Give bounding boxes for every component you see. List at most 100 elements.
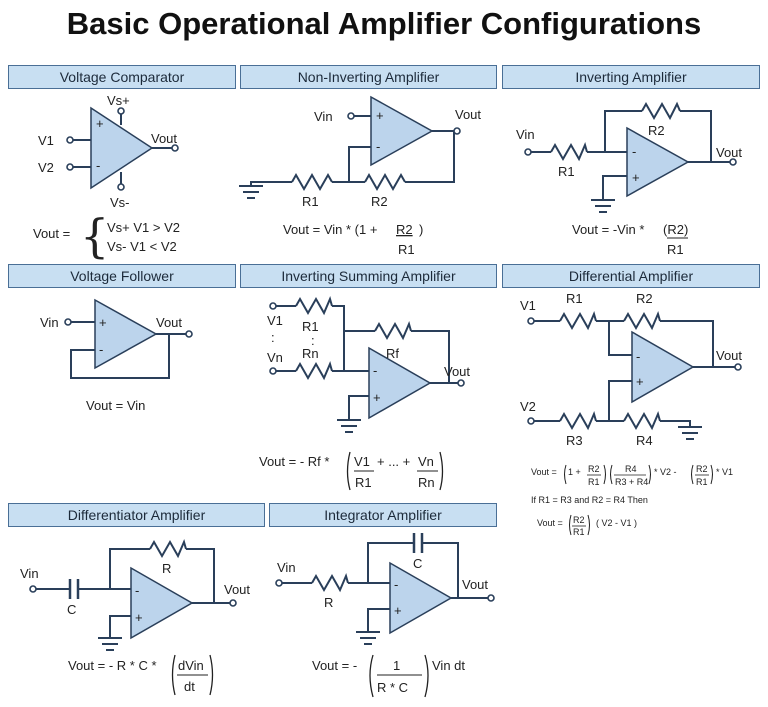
panels-summing-rf-text: Rf — [386, 346, 399, 361]
panels-differential-r1-text: R1 — [566, 291, 583, 306]
panels-differentiator-minus-text: - — [135, 583, 139, 598]
panels-inverting-eq_num-text: (R2) — [663, 222, 688, 237]
summing-r1 — [295, 296, 333, 316]
panels-differential-eq2_rest-text: ( V2 - V1 ) — [596, 518, 637, 528]
header-non-inverting-amplifier: Non-Inverting Amplifier — [240, 65, 497, 89]
differential-opamp — [631, 330, 695, 404]
panels-integrator-vout-text: Vout — [462, 577, 488, 592]
panels-noninverting-vin-text: Vin — [314, 109, 333, 124]
panels-follower-vin-text: Vin — [40, 315, 59, 330]
differentiator-r — [149, 539, 187, 559]
panels-summing-mid-text: + ... + — [377, 454, 410, 469]
inverting-r1 — [550, 142, 588, 162]
panels-summing-vn-text: Vn — [267, 350, 283, 365]
differential-r1 — [559, 311, 597, 331]
panels-differentiator-c-text: C — [67, 602, 76, 617]
panels-noninverting-r1-text: R1 — [302, 194, 319, 209]
panels-differentiator-vout-text: Vout — [224, 582, 250, 597]
panels-summing-n2-text: Vn — [418, 454, 434, 469]
differentiator-circuit: - + Vin C R Vout Vout = - R * C * dVin d… — [20, 539, 250, 696]
panels-summing-dots-text: : — [311, 333, 315, 348]
panels-differential-eq1_r34-text: R3 + R4 — [615, 477, 648, 487]
summing-opamp — [368, 346, 432, 420]
panels-inverting-minus-text: - — [632, 144, 636, 159]
panels-inverting-eq-text: Vout = -Vin * — [572, 222, 644, 237]
panels-differential-eq1_r4-text: R4 — [625, 464, 637, 474]
panels-follower-plus-text: + — [99, 315, 107, 330]
differentiator-opamp — [130, 566, 194, 640]
panels-differential-eq2_num-text: R2 — [573, 515, 585, 525]
panels-inverting-eq_den-text: R1 — [667, 242, 684, 257]
panels-differential-eq2_den-text: R1 — [573, 527, 585, 537]
panels-follower-eq-text: Vout = Vin — [86, 398, 145, 413]
integrator-opamp — [389, 561, 453, 635]
differential-r4 — [623, 411, 661, 431]
panels-summing-rn-text: Rn — [302, 346, 319, 361]
panels-integrator-tail-text: Vin dt — [432, 658, 465, 673]
noninverting-r2 — [364, 172, 406, 192]
panels-differentiator-r-text: R — [162, 561, 171, 576]
comparator-v1-label: V1 — [38, 133, 54, 148]
comparator-case-2: Vs- V1 < V2 — [107, 239, 177, 254]
panels-noninverting-minus-text: - — [376, 139, 380, 154]
noninverting-opamp — [370, 95, 434, 167]
noninverting-r1 — [291, 172, 333, 192]
panels-noninverting-eq_den-text: R1 — [398, 242, 415, 257]
summing-rf — [374, 321, 412, 341]
panels-differential-r3-text: R3 — [566, 433, 583, 448]
panels-noninverting-plus-text: + — [376, 108, 384, 123]
panels-noninverting-eq-text: Vout = Vin * (1 + — [283, 222, 377, 237]
comparator-eq-lhs: Vout = — [33, 226, 70, 241]
panels-summing-r1-text: R1 — [302, 319, 319, 334]
panels-differential-eq1_r1-text: R1 — [696, 477, 708, 487]
page-title: Basic Operational Amplifier Configuratio… — [66, 6, 702, 41]
panels-integrator-den-text: R * C — [377, 680, 408, 695]
comparator-v2-label: V2 — [38, 160, 54, 175]
differential-circuit: - + V1 V2 R1 R2 R3 R4 Vout Vout = 1 + R2… — [520, 291, 742, 537]
header-voltage-comparator: Voltage Comparator — [8, 65, 236, 89]
comparator-vout-label: Vout — [151, 131, 177, 146]
header-inverting-amplifier: Inverting Amplifier — [502, 65, 760, 89]
panels-integrator-num-text: 1 — [393, 658, 400, 673]
panels-summing-d2-text: Rn — [418, 475, 435, 490]
panels-differential-plus-text: + — [636, 374, 644, 389]
comparator-case-1: Vs+ V1 > V2 — [107, 220, 180, 235]
panels-differential-eq1_v1-text: * V1 — [716, 467, 733, 477]
panels-integrator-c-text: C — [413, 556, 422, 571]
voltage-follower-circuit: + - Vin Vout Vout = Vin — [40, 298, 193, 413]
header-differentiator-amplifier: Differentiator Amplifier — [8, 503, 265, 527]
panels-noninverting-eq_close-text: ) — [419, 222, 423, 237]
panels-noninverting-r2-text: R2 — [371, 194, 388, 209]
panels-differential-r4-text: R4 — [636, 433, 653, 448]
panels-inverting-r2-text: R2 — [648, 123, 665, 138]
inverting-opamp — [626, 126, 690, 198]
comparator-opamp — [90, 106, 154, 190]
panels-integrator-r-text: R — [324, 595, 333, 610]
panels-summing-n1-text: V1 — [354, 454, 370, 469]
header-voltage-follower: Voltage Follower — [8, 264, 236, 288]
panels-differentiator-eq-text: Vout = - R * C * — [68, 658, 157, 673]
follower-opamp — [94, 298, 158, 370]
differential-r2 — [623, 311, 661, 331]
panels-differentiator-vin-text: Vin — [20, 566, 39, 581]
panels-differential-eq1_v2-text: * V2 - — [654, 467, 677, 477]
panels-differential-minus-text: - — [636, 349, 640, 364]
panels-integrator-vin-text: Vin — [277, 560, 296, 575]
panels-follower-minus-text: - — [99, 342, 103, 357]
panels-inverting-vin-text: Vin — [516, 127, 535, 142]
panels-integrator-eq-text: Vout = - — [312, 658, 357, 673]
panels-summing-minus-text: - — [373, 363, 377, 378]
panels-differential-r2-text: R2 — [636, 291, 653, 306]
comparator-plus-sign: + — [96, 116, 104, 131]
integrator-r — [311, 573, 349, 593]
panels-differential-cond-text: If R1 = R3 and R2 = R4 Then — [531, 495, 648, 505]
differential-r3 — [559, 411, 597, 431]
comparator-minus-sign: - — [96, 158, 100, 173]
comparator-vs-plus-label: Vs+ — [107, 93, 130, 108]
integrator-circuit: - + Vin R C Vout Vout = - 1 R * C Vin dt — [275, 533, 495, 698]
panels-differential-eq2_lhs-text: Vout = — [537, 518, 563, 528]
panels-summing-plus-text: + — [373, 390, 381, 405]
panels-summing-d1-text: R1 — [355, 475, 372, 490]
inverting-circuit: - + Vin Vout R1 R2 Vout = -Vin * (R2) R1 — [516, 101, 742, 257]
panels-differential-eq1_r2-text: R2 — [588, 464, 600, 474]
